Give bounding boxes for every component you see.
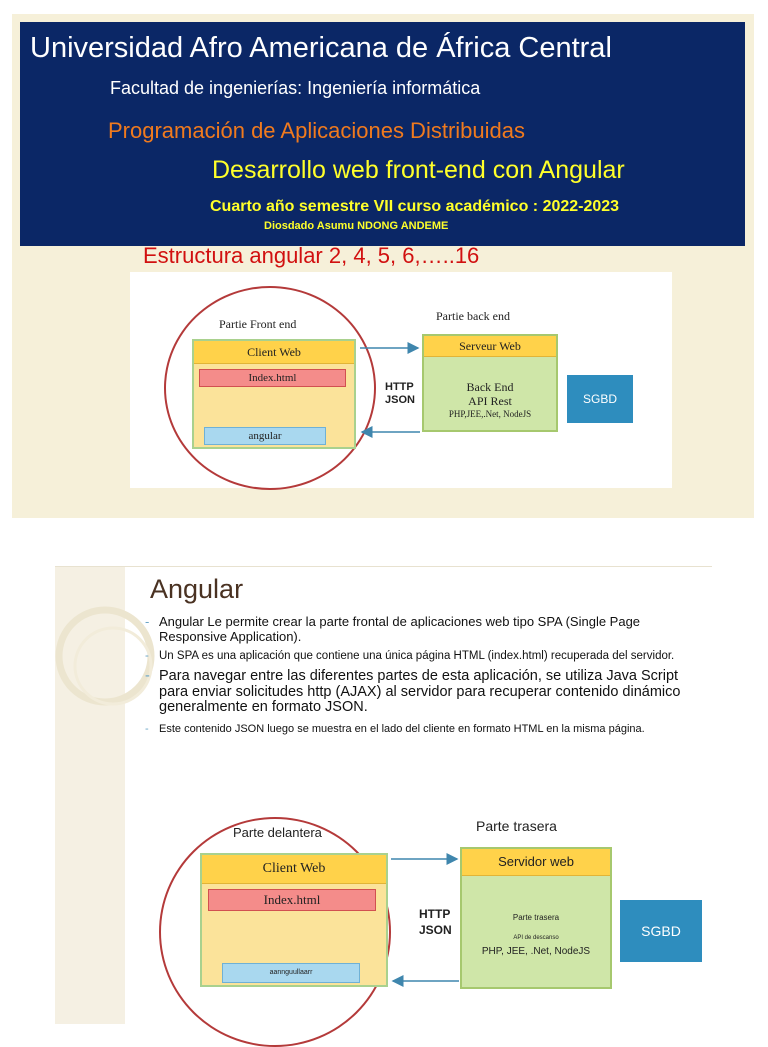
- server-box: Serveur Web Back End API Rest PHP,JEE,.N…: [422, 334, 558, 432]
- client-web-box: Client Web Index.html angular: [192, 339, 356, 449]
- slide-sidebar-tint: [55, 566, 125, 1024]
- back-end-text: Parte trasera: [512, 913, 560, 922]
- api-rest-text: API de descanso: [513, 935, 559, 941]
- back-end-label: Partie back end: [436, 309, 510, 323]
- http-arrows: [391, 853, 459, 987]
- back-end-text: Back End: [466, 380, 514, 394]
- index-html-bar: Index.html: [199, 369, 346, 387]
- topic-title: Desarrollo web front-end con Angular: [212, 156, 625, 184]
- bullet-item: Un SPA es una aplicación que contiene un…: [145, 650, 705, 663]
- course-title: Programación de Aplicaciones Distribuida…: [108, 118, 525, 143]
- json-label: JSON: [385, 394, 415, 406]
- university-title: Universidad Afro Americana de África Cen…: [30, 32, 612, 64]
- angular-bar: angular: [204, 427, 326, 445]
- architecture-diagram-1: Partie Front end Partie back end Client …: [130, 272, 672, 490]
- http-label: HTTP: [385, 381, 414, 393]
- http-label: HTTP: [419, 907, 451, 921]
- author-name: Diosdado Asumu NDONG ANDEME: [264, 220, 449, 232]
- back-end-label: Parte trasera: [476, 818, 557, 834]
- front-end-circle: [164, 286, 376, 490]
- bullet-item: Angular Le permite crear la parte fronta…: [145, 614, 705, 644]
- sgbd-database-box: SGBD: [620, 900, 702, 962]
- slide-top-divider: [55, 566, 712, 567]
- api-rest-text: API Rest: [468, 394, 512, 408]
- angular-bar: aannguullaarr: [222, 963, 360, 983]
- academic-year: Cuarto año semestre VII curso académico …: [210, 198, 620, 215]
- tech-stack-text: PHP, JEE, .Net, NodeJS: [481, 946, 591, 957]
- front-end-label: Parte delantera: [233, 825, 322, 840]
- title-banner: Universidad Afro Americana de África Cen…: [20, 22, 745, 246]
- server-box: Servidor web Parte trasera API de descan…: [460, 847, 612, 989]
- sgbd-database-box: SGBD: [567, 375, 633, 423]
- structure-heading: Estructura angular 2, 4, 5, 6,…..16: [143, 243, 480, 268]
- slide-title: Angular: [150, 574, 244, 604]
- faculty-subtitle: Facultad de ingenierías: Ingeniería info…: [110, 78, 481, 98]
- client-web-header: Client Web: [202, 855, 386, 884]
- client-web-box: Client Web Index.html aannguullaarr: [200, 853, 388, 987]
- server-header: Servidor web: [462, 849, 610, 876]
- http-arrows: [360, 342, 420, 438]
- architecture-diagram-2: Parte delantera Parte trasera Client Web…: [155, 807, 710, 1047]
- json-label: JSON: [419, 923, 452, 937]
- bullet-list: Angular Le permite crear la parte fronta…: [145, 614, 705, 736]
- index-html-bar: Index.html: [208, 889, 376, 911]
- server-header: Serveur Web: [424, 336, 556, 357]
- client-web-header: Client Web: [194, 341, 354, 364]
- bullet-item: Para navegar entre las diferentes partes…: [145, 668, 705, 716]
- front-end-label: Partie Front end: [219, 317, 297, 331]
- tech-stack-text: PHP,JEE,.Net, NodeJS: [448, 409, 532, 419]
- bullet-item: Este contenido JSON luego se muestra en …: [145, 723, 705, 736]
